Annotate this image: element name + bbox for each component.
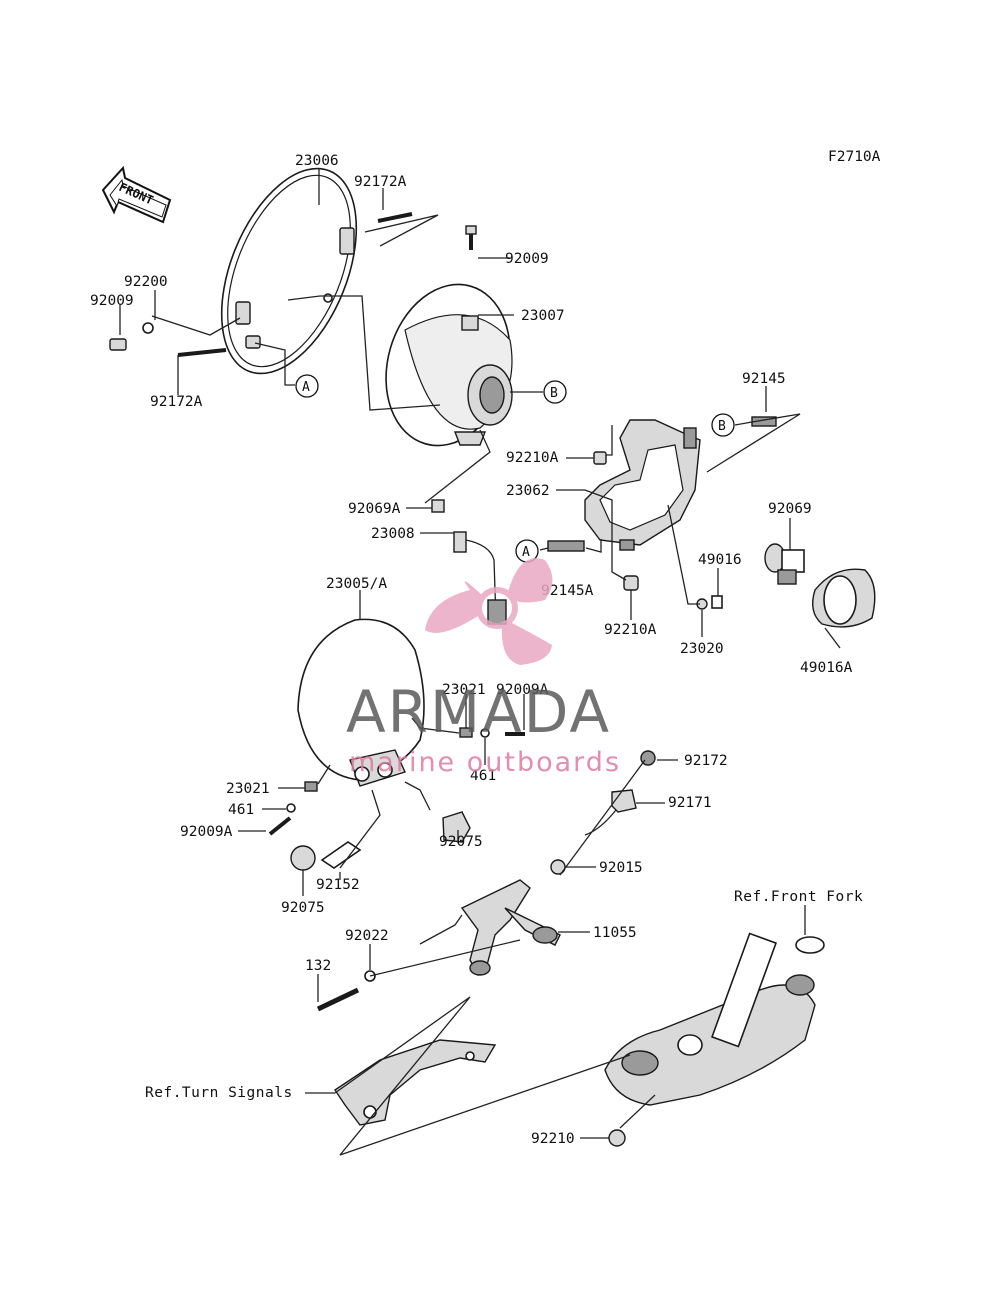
cap-49016A (812, 568, 876, 628)
label-92069A: 92069A (348, 501, 401, 517)
label-92210: 92210 (531, 1131, 575, 1147)
label-23007: 23007 (521, 308, 565, 324)
label-92152: 92152 (316, 877, 360, 893)
diagram-code: F2710A (828, 149, 881, 165)
label-92145A: 92145A (541, 583, 594, 599)
svg-text:B: B (550, 386, 558, 401)
label-23021-left: 23021 (226, 781, 270, 797)
label-23062: 23062 (506, 483, 550, 499)
bracket-92171 (584, 789, 637, 836)
label-ref-turn-signals: Ref.Turn Signals (145, 1085, 293, 1101)
label-23006: 23006 (295, 153, 339, 169)
label-92075-mid: 92075 (439, 834, 483, 850)
svg-text:B: B (718, 419, 726, 434)
label-92069: 92069 (768, 501, 812, 517)
label-92009A-left: 92009A (180, 824, 233, 840)
callout-b-2: B (711, 413, 735, 437)
label-92172A-top: 92172A (354, 174, 407, 190)
headlight-rim-23006 (220, 167, 358, 375)
mounting-plate-23062 (584, 419, 701, 551)
label-92210A-top: 92210A (506, 450, 559, 466)
label-23020: 23020 (680, 641, 724, 657)
label-11055: 11055 (593, 925, 637, 941)
watermark-logo: ARMADA marine outboards (346, 558, 621, 778)
part-labels: 23006 92172A 92009 23007 92200 92009 921… (90, 153, 863, 1147)
label-23008: 23008 (371, 526, 415, 542)
label-92009-left: 92009 (90, 293, 134, 309)
headlight-housing-23007 (385, 283, 513, 447)
callout-a-2: A (515, 539, 539, 563)
label-92145: 92145 (742, 371, 786, 387)
label-92172: 92172 (684, 753, 728, 769)
front-arrow-icon: FRONT (101, 165, 172, 224)
leader-lines (119, 168, 841, 1156)
turn-signal-bracket (334, 1039, 497, 1126)
watermark-brand: ARMADA (346, 678, 611, 746)
label-461-top: 461 (470, 768, 496, 784)
label-49016A: 49016A (800, 660, 853, 676)
label-461-left: 461 (228, 802, 254, 818)
label-23021-top: 23021 (442, 682, 486, 698)
label-92022: 92022 (345, 928, 389, 944)
headlight-body-23005A (297, 618, 425, 787)
label-92075-bottom: 92075 (281, 900, 325, 916)
label-ref-front-fork: Ref.Front Fork (734, 889, 863, 905)
label-92009A-top: 92009A (496, 682, 549, 698)
watermark-tagline: marine outboards (349, 747, 621, 778)
small-fasteners (109, 212, 777, 1147)
propeller-logo-icon (425, 558, 553, 665)
label-92171: 92171 (668, 795, 712, 811)
label-92015: 92015 (599, 860, 643, 876)
label-92210A-bottom: 92210A (604, 622, 657, 638)
label-92200: 92200 (124, 274, 168, 290)
label-23005A: 23005/A (326, 576, 387, 592)
front-fork-stem (604, 932, 825, 1106)
bulb-92069 (764, 543, 805, 585)
label-132: 132 (305, 958, 331, 974)
callout-b-1: B (543, 380, 567, 404)
label-92172A-left: 92172A (150, 394, 203, 410)
label-49016: 49016 (698, 552, 742, 568)
callout-a-1: A (295, 374, 319, 398)
svg-text:A: A (302, 380, 310, 395)
svg-text:A: A (522, 545, 530, 560)
label-92009-top: 92009 (505, 251, 549, 267)
headlight-stay-11055 (460, 879, 561, 977)
